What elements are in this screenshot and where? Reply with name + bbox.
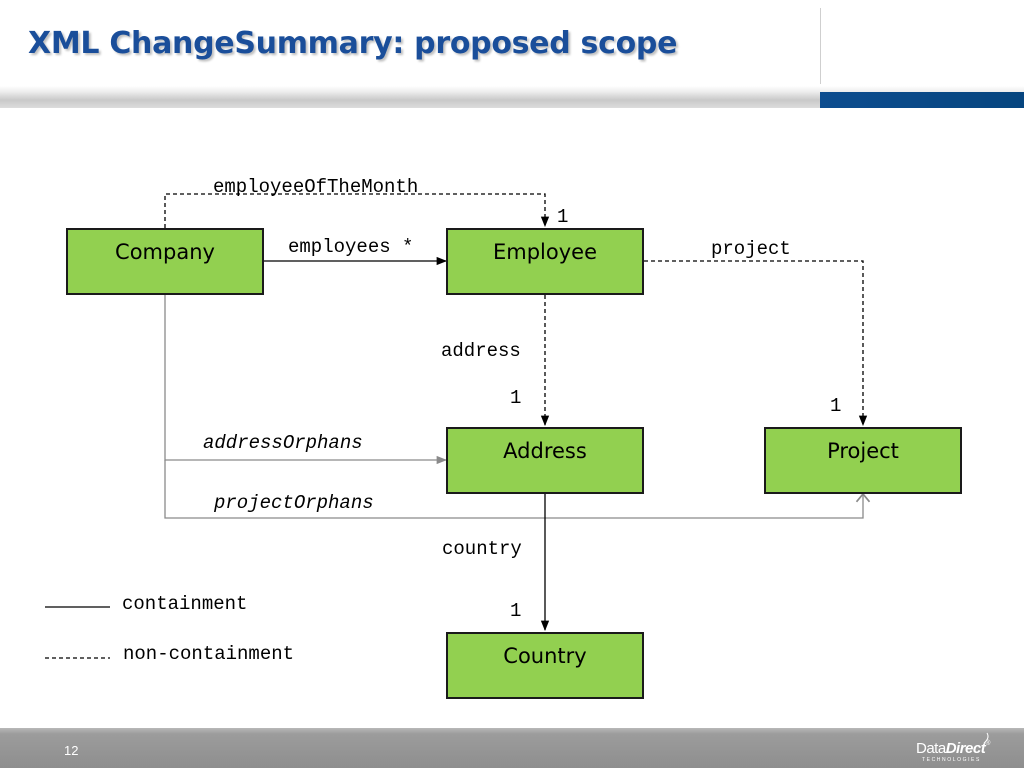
class-name-employee: Employee — [493, 240, 597, 264]
edge-label-employees: employees * — [288, 236, 413, 258]
edge-label-country: country — [442, 538, 522, 560]
edge-project — [644, 260, 868, 427]
logo-subtitle: TECHNOLOGIES — [922, 757, 981, 763]
class-name-address: Address — [503, 439, 587, 463]
legend: containment non-containment — [45, 593, 294, 665]
header-accent-bar — [820, 92, 1024, 108]
multiplicity-address: 1 — [510, 387, 521, 409]
slide-title: XML ChangeSummary: proposed scope — [28, 26, 678, 61]
logo-registered-mark: ® — [985, 740, 990, 747]
class-box-employee: Employee — [446, 228, 644, 295]
class-box-project: Project — [764, 427, 962, 494]
multiplicity-project: 1 — [830, 395, 841, 417]
logo-word-direct: Direct — [945, 740, 986, 757]
edge-label-address: address — [441, 340, 521, 362]
multiplicity-employee-of-the-month: 1 — [557, 206, 568, 228]
slide-header: XML ChangeSummary: proposed scope — [0, 0, 1024, 108]
class-box-company: Company — [66, 228, 264, 295]
page-number: 12 — [64, 743, 79, 758]
legend-non-containment-label: non-containment — [123, 643, 294, 665]
edge-label-project: project — [711, 238, 791, 260]
datadirect-logo: DataDirect® TECHNOLOGIES — [916, 732, 1006, 766]
edge-label-project-orphans: projectOrphans — [213, 492, 374, 514]
header-divider — [820, 8, 821, 84]
class-name-country: Country — [503, 644, 586, 668]
logo-swoosh-icon — [983, 732, 989, 744]
legend-containment-label: containment — [122, 593, 247, 615]
class-box-country: Country — [446, 632, 644, 699]
edge-project-orphans — [164, 460, 863, 519]
logo-wordmark: DataDirect® — [916, 740, 990, 757]
slide-footer: 12 DataDirect® TECHNOLOGIES — [0, 728, 1024, 768]
logo-word-data: Data — [916, 740, 946, 757]
edge-label-address-orphans: addressOrphans — [203, 432, 363, 454]
class-box-address: Address — [446, 427, 644, 494]
edge-label-employee-of-the-month: employeeOfTheMonth — [213, 176, 418, 198]
class-name-company: Company — [115, 240, 215, 264]
edge-employee-of-the-month — [164, 193, 550, 228]
multiplicity-country: 1 — [510, 600, 521, 622]
class-name-project: Project — [827, 439, 899, 463]
